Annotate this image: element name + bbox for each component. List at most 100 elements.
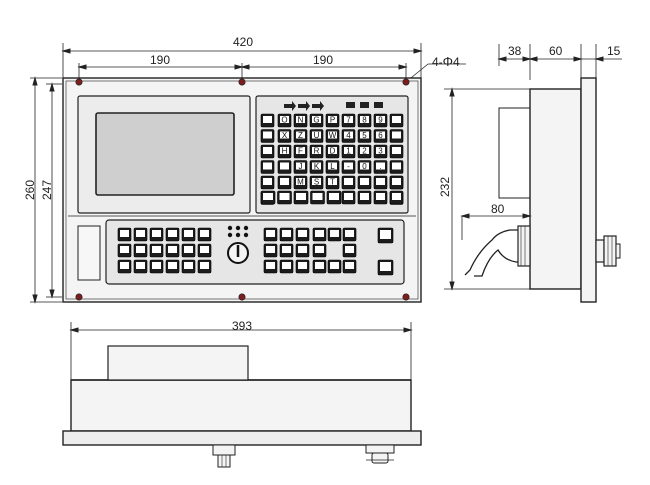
- dim-holes-prefix: 4-: [432, 55, 443, 69]
- mounting-holes: [75, 78, 410, 301]
- alpha-key: T: [325, 175, 340, 190]
- key-label: 8: [362, 116, 367, 125]
- function-key: [341, 175, 356, 190]
- dim-front-left-span: 190: [150, 53, 171, 67]
- control-key: [165, 259, 180, 274]
- function-key: [373, 190, 388, 205]
- key-label: 3: [378, 147, 383, 156]
- function-key: [260, 160, 275, 174]
- key-label: R: [314, 147, 320, 156]
- key-label: 4: [346, 131, 351, 140]
- key-label: L: [330, 162, 335, 171]
- arrow-indicator-icon: [312, 101, 324, 111]
- function-key: [389, 160, 404, 174]
- dim-front-total-width: 420: [233, 35, 254, 49]
- control-key: [117, 227, 132, 242]
- dim-side-height: 232: [438, 176, 453, 198]
- numeric-key: 2: [357, 144, 372, 159]
- dim-side-depth-2: 60: [549, 44, 563, 58]
- key-label: 5: [362, 131, 367, 140]
- function-key: [310, 190, 325, 205]
- mounting-hole: [238, 78, 246, 86]
- control-key: [263, 227, 278, 242]
- key-label: .: [379, 162, 381, 171]
- mounting-hole: [402, 293, 410, 301]
- jog-key: [312, 259, 327, 274]
- control-key: [295, 243, 310, 258]
- numeric-key: 7: [341, 113, 356, 128]
- function-key: [357, 175, 372, 190]
- alpha-key: [277, 175, 292, 190]
- alpha-key: F: [293, 144, 308, 159]
- numeric-key: 9: [373, 113, 388, 128]
- control-key: [165, 227, 180, 242]
- control-key: [133, 243, 148, 258]
- alpha-key: M: [293, 175, 308, 190]
- numeric-key: 6: [373, 129, 388, 143]
- alpha-key: N: [293, 113, 308, 128]
- alpha-key: L: [325, 160, 340, 174]
- dim-front-right-span: 190: [313, 53, 334, 67]
- jog-key: [327, 259, 342, 274]
- key-label: J: [299, 162, 303, 171]
- key-label: U: [314, 131, 320, 140]
- mounting-hole: [75, 293, 83, 301]
- function-key: [389, 144, 404, 159]
- key-label: W: [329, 131, 337, 140]
- function-key: [389, 129, 404, 143]
- alpha-key: X: [277, 129, 292, 143]
- diameter-symbol: Φ: [442, 54, 454, 69]
- indicator-led-icon: [235, 225, 241, 231]
- feed-hold-button: [377, 259, 394, 276]
- control-key: [263, 243, 278, 258]
- control-key: [279, 227, 294, 242]
- numeric-key: 3: [373, 144, 388, 159]
- speed-dial-icon: [227, 242, 249, 264]
- control-key: [197, 243, 212, 258]
- key-label: P: [330, 116, 335, 125]
- jog-key: [342, 259, 357, 274]
- alpha-key: U: [309, 129, 324, 143]
- alpha-key: O: [277, 113, 292, 128]
- side-view: [444, 44, 622, 303]
- alpha-key: H: [277, 144, 292, 159]
- key-label: 1: [346, 147, 351, 156]
- lcd-screen: [95, 112, 235, 196]
- card-slot: [77, 225, 101, 281]
- key-label: -: [347, 162, 350, 171]
- control-key: [117, 243, 132, 258]
- mounting-hole: [402, 78, 410, 86]
- numeric-key: -: [341, 160, 356, 174]
- control-keys: [117, 225, 394, 276]
- function-key: [260, 129, 275, 143]
- indicator-led-icon: [235, 232, 241, 238]
- key-label: 7: [346, 116, 351, 125]
- alpha-key: Z: [293, 129, 308, 143]
- numeric-key: 5: [357, 129, 372, 143]
- control-key: [181, 259, 196, 274]
- key-label: N: [298, 116, 304, 125]
- key-label: Z: [298, 131, 303, 140]
- alpha-key: G: [309, 113, 324, 128]
- alpha-key: W: [325, 129, 340, 143]
- control-key: [149, 227, 164, 242]
- key-label: 9: [378, 116, 383, 125]
- key-label: H: [282, 147, 288, 156]
- control-key: [279, 259, 294, 274]
- control-key: [165, 243, 180, 258]
- indicator-led-icon: [346, 102, 355, 108]
- dim-front-total-height: 260: [23, 179, 38, 201]
- function-key: [260, 190, 276, 205]
- control-key: [181, 243, 196, 258]
- control-key: [133, 227, 148, 242]
- mounting-hole: [238, 293, 246, 301]
- key-label: 2: [362, 147, 367, 156]
- key-label: O: [281, 116, 287, 125]
- cycle-start-button: [377, 227, 394, 244]
- indicator-led-icon: [243, 232, 249, 238]
- key-label: 0: [362, 162, 367, 171]
- indicator-led-icon: [227, 225, 233, 231]
